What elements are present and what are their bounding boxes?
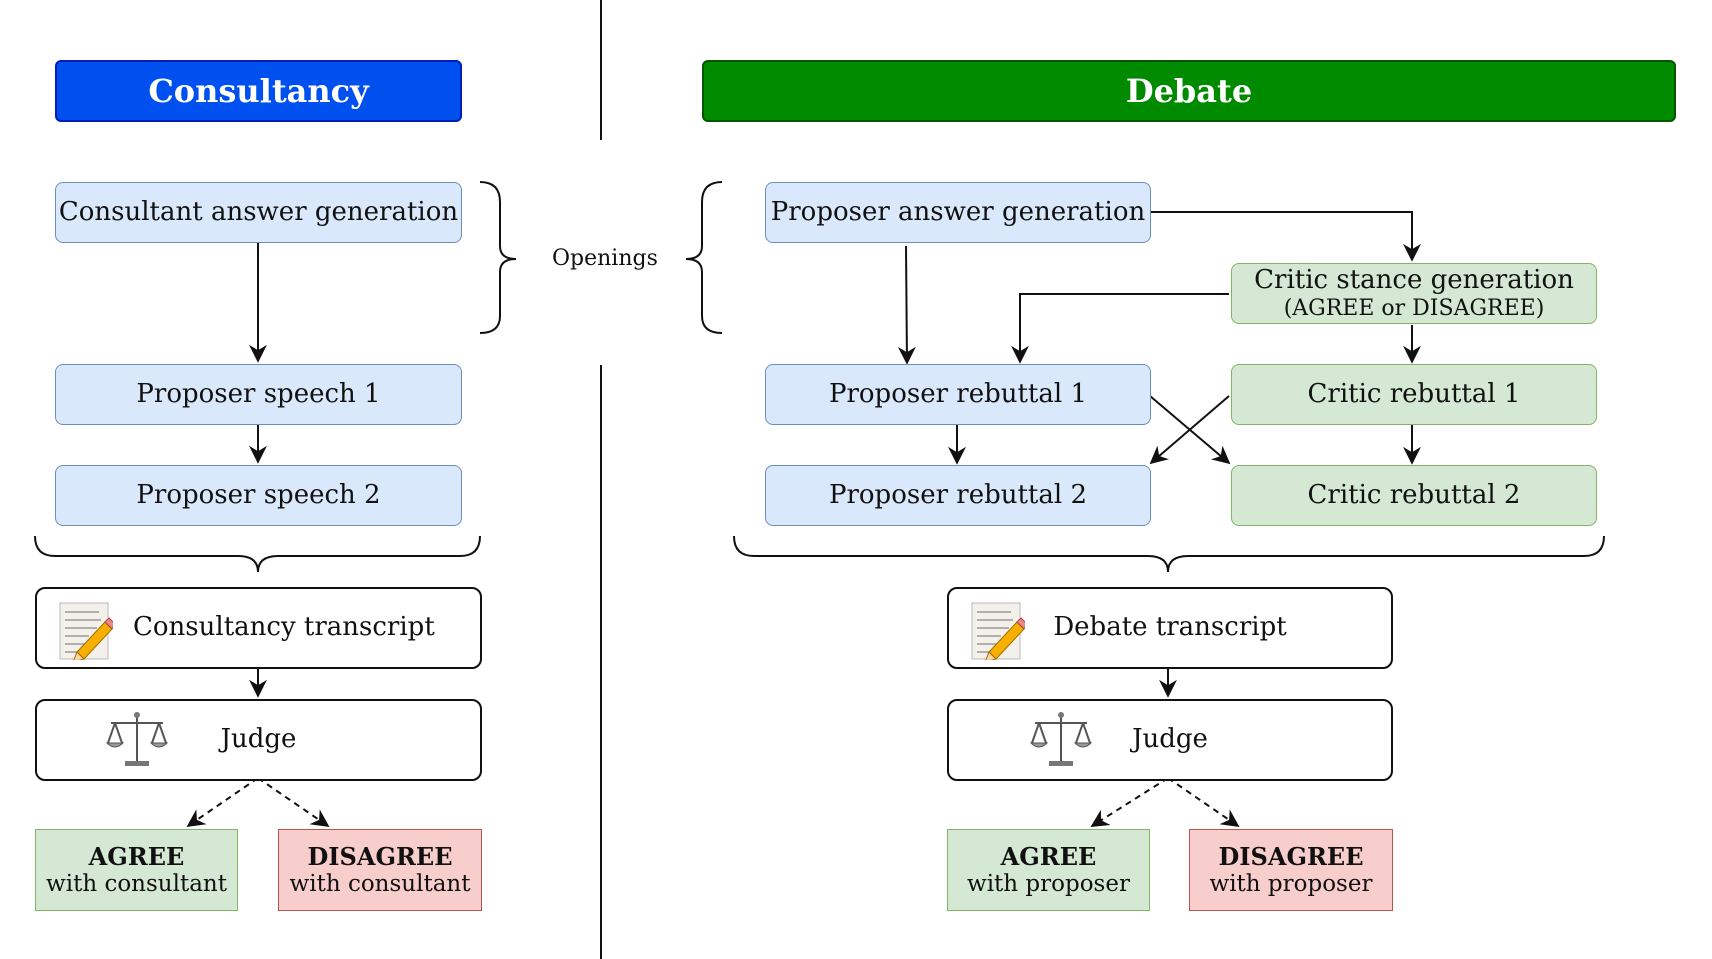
consultancy-transcript-label: Consultancy transcript: [133, 612, 435, 643]
consultancy-header: Consultancy: [55, 60, 462, 122]
consultancy-judge-node: Judge: [35, 699, 482, 781]
debate-brace: [733, 535, 1605, 573]
consultancy-judge-label: Judge: [220, 724, 297, 755]
balance-scale-icon: [105, 709, 169, 779]
arrow-judge-to-disagree: [257, 777, 330, 828]
proposer-speech-2-node: Proposer speech 2: [55, 465, 462, 526]
consultancy-disagree-node: DISAGREE with consultant: [278, 829, 482, 911]
agree-title: AGREE: [1000, 841, 1097, 871]
critic-rebuttal-2-node: Critic rebuttal 2: [1231, 465, 1597, 526]
proposer-answer-generation-node: Proposer answer generation: [765, 182, 1151, 243]
debate-judge-node: Judge: [947, 699, 1393, 781]
openings-label: Openings: [552, 246, 658, 271]
agree-subtitle: with consultant: [46, 870, 227, 897]
openings-brace-right: [685, 181, 723, 334]
critic-rebuttal-1-node: Critic rebuttal 1: [1231, 364, 1597, 425]
disagree-subtitle: with proposer: [1209, 870, 1373, 897]
openings-brace-left: [479, 181, 517, 334]
consultancy-agree-node: AGREE with consultant: [35, 829, 238, 911]
memo-pencil-icon: [59, 602, 117, 668]
proposer-rebuttal-2-node: Proposer rebuttal 2: [765, 465, 1151, 526]
debate-transcript-label: Debate transcript: [1053, 612, 1287, 643]
arrow-critic-r1-to-proposer-r2: [1149, 395, 1230, 465]
debate-disagree-node: DISAGREE with proposer: [1189, 829, 1393, 911]
debate-judge-label: Judge: [1132, 724, 1208, 755]
proposer-speech-1-node: Proposer speech 1: [55, 364, 462, 425]
agree-subtitle: with proposer: [967, 870, 1130, 897]
critic-stance-generation-node: Critic stance generation (AGREE or DISAG…: [1231, 263, 1597, 324]
disagree-title: DISAGREE: [307, 841, 453, 871]
arrow-judge-to-agree: [186, 777, 259, 828]
arrow-debate-judge-to-agree: [1090, 777, 1169, 827]
arrow-critic-stance-to-proposer-rebuttal1: [1011, 293, 1229, 364]
agree-title: AGREE: [88, 841, 185, 871]
critic-stance-subtitle: (AGREE or DISAGREE): [1283, 295, 1545, 321]
arrow-proposer-answer-to-critic-stance: [1150, 211, 1421, 262]
balance-scale-icon: [1029, 709, 1093, 779]
debate-transcript-node: Debate transcript: [947, 587, 1393, 669]
consultancy-transcript-node: Consultancy transcript: [35, 587, 482, 669]
memo-pencil-icon: [971, 602, 1029, 668]
critic-stance-title: Critic stance generation: [1254, 264, 1574, 295]
consultant-answer-generation-node: Consultant answer generation: [55, 182, 462, 243]
consultancy-brace: [34, 535, 481, 573]
disagree-title: DISAGREE: [1218, 841, 1364, 871]
arrow-debate-judge-to-disagree: [1167, 777, 1240, 828]
debate-agree-node: AGREE with proposer: [947, 829, 1150, 911]
disagree-subtitle: with consultant: [289, 870, 471, 897]
proposer-rebuttal-1-node: Proposer rebuttal 1: [765, 364, 1151, 425]
arrow-proposer-answer-to-rebuttal1: [897, 245, 916, 365]
debate-header: Debate: [702, 60, 1676, 122]
